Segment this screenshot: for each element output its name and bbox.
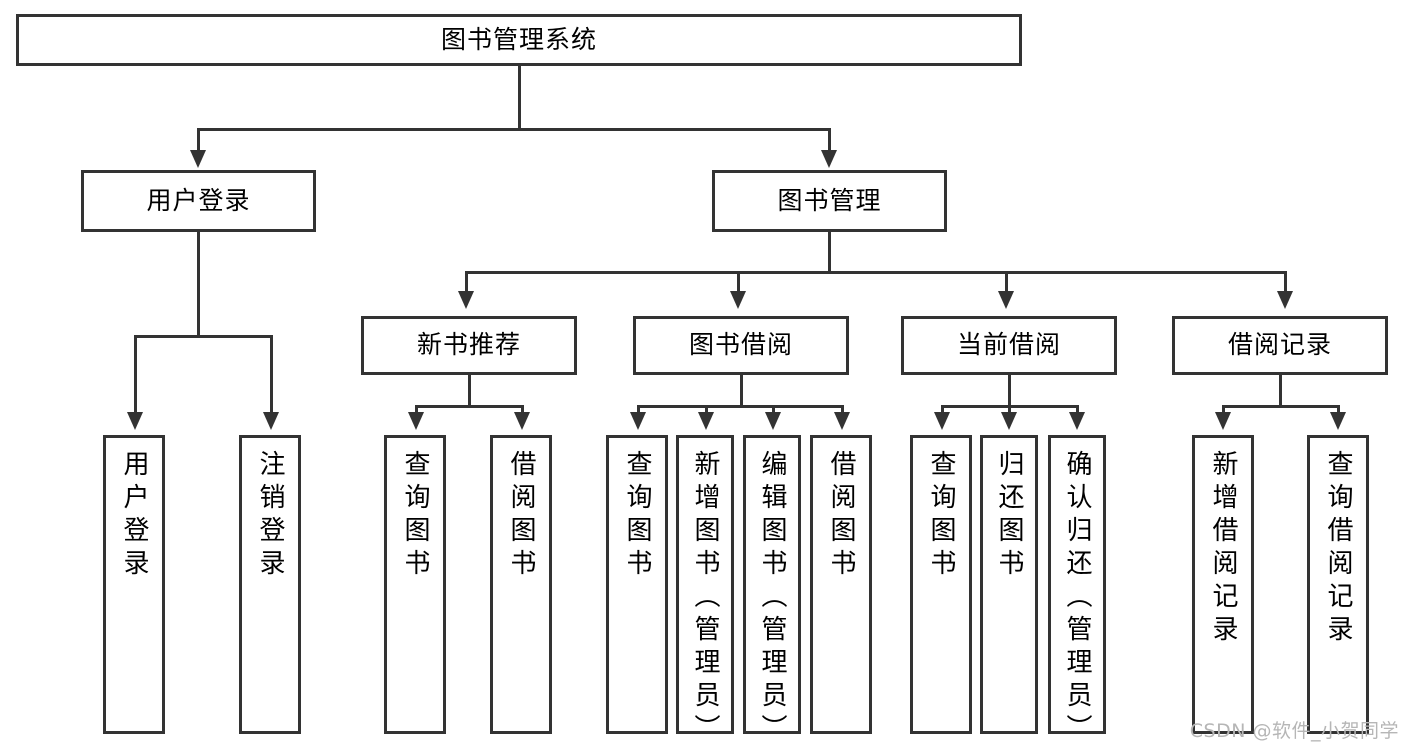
arrowhead-user-login [190, 150, 206, 168]
edge-new-book-drop-1 [415, 405, 418, 415]
arrowhead-cb-leaf-3 [1069, 412, 1085, 430]
arrowhead-leaf-logout [263, 412, 279, 430]
node-label: 新增图书（管理员） [690, 450, 720, 747]
node-label: 借阅记录 [1227, 330, 1332, 360]
arrowhead-bb-leaf-4 [834, 412, 850, 430]
node-label: 确认归还（管理员） [1062, 450, 1092, 747]
leaf-br-add-record[interactable]: 新增借阅记录 [1192, 435, 1254, 734]
leaf-logout[interactable]: 注销登录 [239, 435, 301, 734]
node-label: 编辑图书（管理员） [757, 450, 787, 747]
leaf-user-login[interactable]: 用户登录 [103, 435, 165, 734]
leaf-cb-confirm-return-admin[interactable]: 确认归还（管理员） [1048, 435, 1106, 747]
edge-book-borrow-bus [637, 405, 844, 408]
node-label: 借阅图书 [506, 450, 536, 582]
node-label: 查询借阅记录 [1323, 450, 1353, 648]
leaf-br-query-record[interactable]: 查询借阅记录 [1307, 435, 1369, 734]
edge-bb-drop-2 [705, 405, 708, 415]
leaf-nb-borrow-book[interactable]: 借阅图书 [490, 435, 552, 734]
node-label: 查询图书 [622, 450, 652, 582]
edge-root-drop-user-login [197, 128, 200, 154]
arrowhead-br-leaf-2 [1330, 412, 1346, 430]
leaf-bb-edit-book-admin[interactable]: 编辑图书（管理员） [743, 435, 801, 747]
edge-book-borrow-stem [740, 375, 743, 405]
edge-bm-drop-current-borrow [1005, 271, 1008, 293]
arrowhead-nb-leaf-2 [514, 412, 530, 430]
node-new-book-recommend[interactable]: 新书推荐 [361, 316, 577, 375]
node-label: 用户登录 [146, 185, 251, 215]
edge-borrow-record-stem [1279, 375, 1282, 405]
node-book-borrow[interactable]: 图书借阅 [633, 316, 849, 375]
arrowhead-book-management [821, 150, 837, 168]
node-label: 新增借阅记录 [1208, 450, 1238, 648]
edge-book-management-stem [828, 232, 831, 271]
leaf-nb-query-book[interactable]: 查询图书 [384, 435, 446, 734]
edge-user-login-drop-2 [270, 335, 273, 415]
edge-user-login-stem [197, 232, 200, 335]
edge-cb-drop-2 [1008, 405, 1011, 415]
edge-br-drop-2 [1337, 405, 1340, 415]
edge-new-book-bus [415, 405, 524, 408]
node-current-borrow[interactable]: 当前借阅 [901, 316, 1117, 375]
edge-new-book-stem [468, 375, 471, 405]
watermark-text: CSDN @软件_小贺同学 [1189, 720, 1399, 742]
node-user-login[interactable]: 用户登录 [81, 170, 316, 232]
arrowhead-leaf-user-login [127, 412, 143, 430]
edge-book-management-bus [465, 271, 1287, 274]
edge-new-book-drop-2 [521, 405, 524, 415]
node-label: 借阅图书 [826, 450, 856, 582]
leaf-bb-query-book[interactable]: 查询图书 [606, 435, 668, 734]
arrowhead-cb-leaf-1 [934, 412, 950, 430]
arrowhead-nb-leaf-1 [408, 412, 424, 430]
edge-bb-drop-3 [772, 405, 775, 415]
leaf-cb-query-book[interactable]: 查询图书 [910, 435, 972, 734]
edge-root-drop-book-management [828, 128, 831, 154]
node-borrow-record[interactable]: 借阅记录 [1172, 316, 1388, 375]
node-label: 新书推荐 [416, 330, 521, 360]
edge-current-borrow-stem [1008, 375, 1011, 405]
node-label: 查询图书 [400, 450, 430, 582]
node-root-book-management-system[interactable]: 图书管理系统 [16, 14, 1022, 66]
edge-bm-drop-new-book [465, 271, 468, 293]
edge-root-stem [518, 66, 521, 128]
edge-bb-drop-4 [841, 405, 844, 415]
node-label: 当前借阅 [956, 330, 1061, 360]
leaf-cb-return-book[interactable]: 归还图书 [980, 435, 1038, 734]
node-book-management[interactable]: 图书管理 [712, 170, 947, 232]
node-label: 注销登录 [255, 450, 285, 582]
edge-cb-drop-1 [941, 405, 944, 415]
edge-bb-drop-1 [637, 405, 640, 415]
edge-bm-drop-borrow-record [1284, 271, 1287, 293]
leaf-bb-borrow-book[interactable]: 借阅图书 [810, 435, 872, 734]
node-label: 图书管理 [777, 185, 882, 215]
node-label: 用户登录 [119, 450, 149, 582]
arrowhead-cb-leaf-2 [1001, 412, 1017, 430]
arrowhead-book-borrow [730, 291, 746, 309]
arrowhead-current-borrow [998, 291, 1014, 309]
arrowhead-new-book [458, 291, 474, 309]
node-label: 查询图书 [926, 450, 956, 582]
edge-cb-drop-3 [1076, 405, 1079, 415]
arrowhead-bb-leaf-2 [698, 412, 714, 430]
node-label: 归还图书 [994, 450, 1024, 582]
node-label: 图书管理系统 [440, 24, 597, 54]
edge-bm-drop-book-borrow [737, 271, 740, 293]
edge-borrow-record-bus [1222, 405, 1340, 408]
arrowhead-bb-leaf-3 [765, 412, 781, 430]
arrowhead-borrow-record [1277, 291, 1293, 309]
arrowhead-br-leaf-1 [1215, 412, 1231, 430]
node-label: 图书借阅 [688, 330, 793, 360]
edge-user-login-drop-1 [134, 335, 137, 415]
leaf-bb-add-book-admin[interactable]: 新增图书（管理员） [676, 435, 734, 747]
arrowhead-bb-leaf-1 [630, 412, 646, 430]
edge-root-bus [197, 128, 831, 131]
edge-br-drop-1 [1222, 405, 1225, 415]
edge-user-login-bus [134, 335, 270, 338]
